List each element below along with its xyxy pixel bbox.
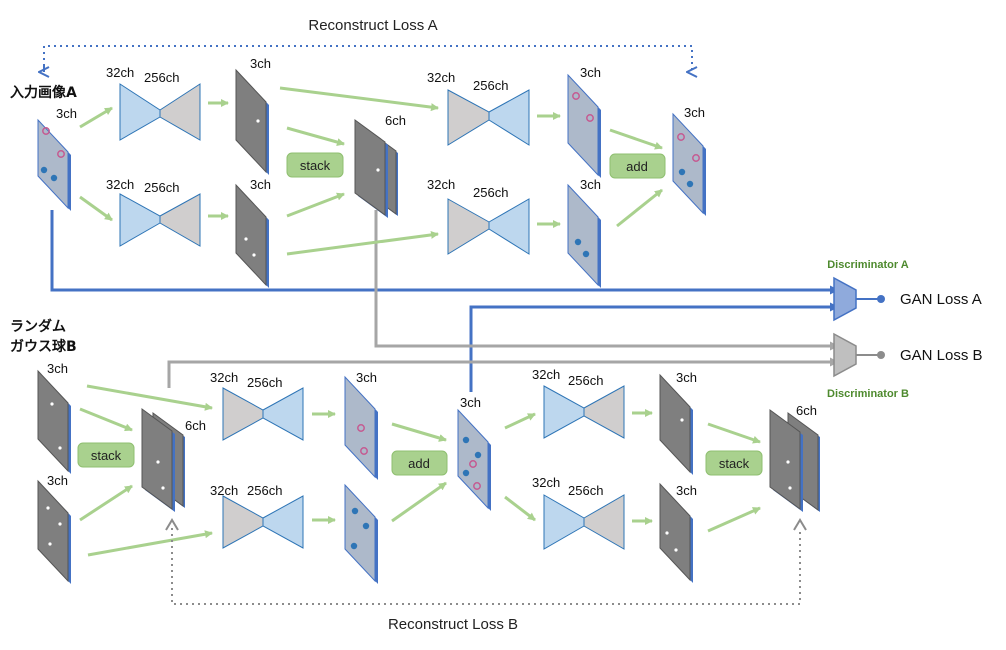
channel-label: 3ch	[356, 370, 377, 385]
add-a-op	[609, 153, 666, 179]
output-plane-b1	[344, 375, 378, 480]
stacked-tensor-b	[141, 408, 185, 512]
feature-plane-a1	[235, 68, 269, 175]
input-b-plane2	[37, 479, 71, 584]
channel-label: 32ch	[532, 475, 560, 490]
input-a-channel: 3ch	[56, 106, 77, 121]
channel-label: 6ch	[796, 403, 817, 418]
stack-b2-label: stack	[719, 456, 750, 471]
input-b-label-line2: ガウス球B	[10, 338, 77, 355]
reconstruct-loss-a-arrow	[43, 45, 692, 72]
gan-loss-a-label: GAN Loss A	[900, 291, 982, 308]
discriminator-b	[833, 332, 857, 378]
channel-label: 32ch	[532, 367, 560, 382]
channel-label: 32ch	[106, 65, 134, 80]
autoencoder-a3	[447, 89, 530, 146]
input-b-plane1	[37, 369, 71, 474]
input-a-label: 入力画像A	[10, 84, 77, 101]
output-plane-b2	[344, 483, 378, 584]
discriminator-a	[833, 276, 857, 322]
channel-label: 3ch	[676, 370, 697, 385]
channel-label: 3ch	[460, 395, 481, 410]
discriminator-b-label: Discriminator B	[827, 388, 909, 400]
channel-label: 3ch	[676, 483, 697, 498]
reconstructed-b	[769, 409, 820, 512]
input-a-image	[37, 118, 71, 211]
channel-label: 256ch	[247, 375, 282, 390]
fake-a-image	[457, 408, 491, 511]
autoencoder-b4	[543, 494, 625, 550]
add-b-op	[391, 450, 448, 476]
channel-label: 3ch	[580, 177, 601, 192]
discriminator-a-label: Discriminator A	[827, 259, 909, 271]
stack-b2-op	[705, 450, 763, 476]
channel-label: 3ch	[250, 177, 271, 192]
channel-label: 32ch	[427, 177, 455, 192]
feature-plane-b2	[659, 482, 693, 583]
input-a-to-discriminator-line	[50, 210, 839, 295]
reconstruct-loss-a-label: Reconstruct Loss A	[308, 17, 437, 34]
channel-label: 3ch	[684, 105, 705, 120]
channel-label: 256ch	[144, 70, 179, 85]
channel-label: 256ch	[473, 78, 508, 93]
autoencoder-b1	[222, 387, 304, 441]
reconstruct-loss-b-arrow	[171, 528, 801, 605]
gan-loss-b-label: GAN Loss B	[900, 347, 983, 364]
reconstruct-loss-b-label: Reconstruct Loss B	[388, 616, 518, 633]
autoencoder-a2	[119, 193, 201, 247]
stack-b-to-discriminator-line	[167, 357, 839, 388]
stacked-tensor-a	[354, 119, 398, 218]
channel-label: 32ch	[427, 70, 455, 85]
channel-label: 3ch	[47, 361, 68, 376]
channel-label: 3ch	[250, 56, 271, 71]
stack-b-label: stack	[91, 448, 122, 463]
channel-label: 256ch	[568, 373, 603, 388]
input-b-label-line1: ランダム	[10, 318, 66, 335]
reconstructed-a	[672, 112, 706, 216]
stack-a-to-discriminator-line	[374, 210, 839, 351]
fake-a-to-discriminator-line	[469, 302, 839, 392]
autoencoder-b2	[222, 495, 304, 549]
add-a-label: add	[626, 159, 648, 174]
feature-plane-b1	[659, 373, 693, 475]
stack-b-op	[77, 442, 135, 468]
stack-a-op	[286, 152, 344, 178]
output-plane-a1	[567, 73, 601, 178]
autoencoder-b3	[543, 385, 625, 439]
channel-label: 3ch	[580, 65, 601, 80]
channel-label: 3ch	[47, 473, 68, 488]
channel-label: 6ch	[385, 113, 406, 128]
autoencoder-a4	[447, 198, 530, 255]
add-b-label: add	[408, 456, 430, 471]
channel-label: 256ch	[247, 483, 282, 498]
stack-a-label: stack	[300, 158, 331, 173]
channel-label: 256ch	[568, 483, 603, 498]
output-plane-a2	[567, 183, 601, 288]
channel-label: 32ch	[106, 177, 134, 192]
channel-label: 256ch	[144, 180, 179, 195]
feature-plane-a2	[235, 183, 269, 288]
channel-label: 32ch	[210, 370, 238, 385]
channel-label: 256ch	[473, 185, 508, 200]
channel-label: 32ch	[210, 483, 238, 498]
channel-label: 6ch	[185, 418, 206, 433]
autoencoder-a1	[119, 83, 201, 141]
